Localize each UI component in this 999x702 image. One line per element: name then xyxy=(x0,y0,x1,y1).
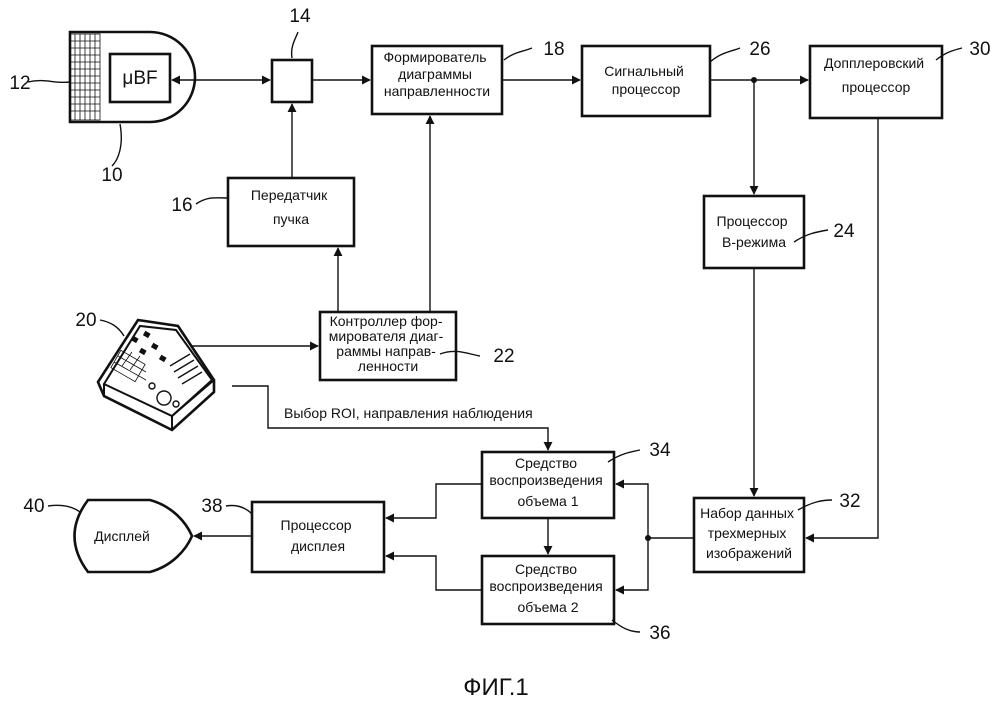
ref-14: 14 xyxy=(289,6,311,27)
ref-34: 34 xyxy=(649,440,671,461)
roi-selection-label: Выбор ROI, направления наблюдения xyxy=(284,405,533,421)
bmode-processor-box xyxy=(704,196,804,268)
ref-36: 36 xyxy=(649,623,670,644)
ref-30: 30 xyxy=(969,39,990,60)
ref-38: 38 xyxy=(201,496,222,517)
user-interface-console xyxy=(98,320,214,430)
display-processor-box xyxy=(252,502,384,572)
ref-10: 10 xyxy=(101,165,122,186)
microbeamformer-label: μBF xyxy=(122,68,157,89)
ref-40: 40 xyxy=(23,496,44,517)
ref-18: 18 xyxy=(543,39,564,60)
figure-caption: ФИГ.1 xyxy=(463,674,529,701)
beamformer-label: Формирователь диаграммы направленности xyxy=(384,49,491,99)
ref-16: 16 xyxy=(171,195,192,216)
ref-26: 26 xyxy=(749,39,770,60)
ref-32: 32 xyxy=(839,491,860,512)
display-label: Дисплей xyxy=(94,528,150,544)
ultrasound-probe: μBF xyxy=(70,32,195,122)
dataset-3d-label: Набор данных трехмерных изображений xyxy=(700,505,798,561)
ref-20: 20 xyxy=(75,310,96,331)
ref-24: 24 xyxy=(833,221,855,242)
ref-22: 22 xyxy=(493,346,514,367)
tr-switch-box xyxy=(272,60,312,102)
ref-12: 12 xyxy=(9,73,30,94)
